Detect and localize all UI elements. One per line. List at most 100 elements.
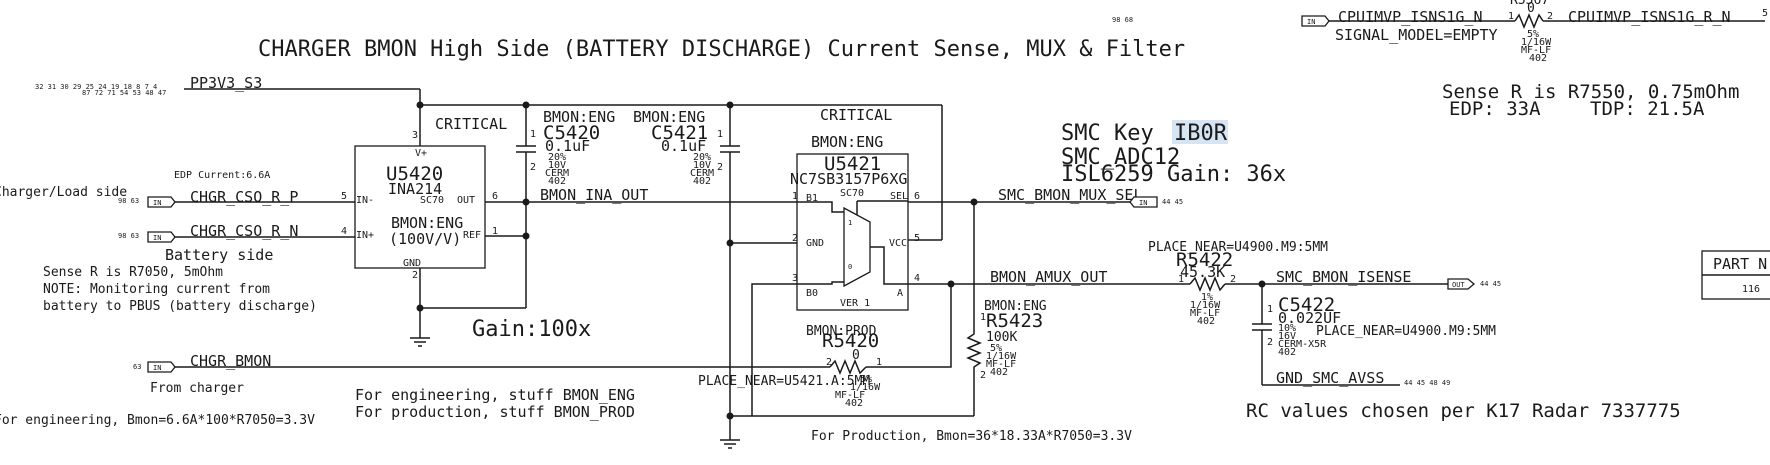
svg-text:98 63: 98 63 — [118, 197, 139, 205]
resistor-zigzag-icon — [1189, 276, 1226, 292]
svg-text:402: 402 — [845, 398, 863, 409]
svg-text:402: 402 — [1529, 53, 1547, 64]
smc-key-label: SMC Key — [1061, 121, 1154, 146]
cpu-isns-net-right: CPUIMVP_ISNS1G_R_N — [1568, 8, 1731, 26]
svg-text:SC70: SC70 — [840, 188, 864, 199]
svg-text:IN: IN — [1139, 199, 1147, 207]
resistor-zigzag-icon — [1514, 13, 1544, 29]
u5421-mux: CRITICAL BMON:ENG U5421 NC7SB3157P6XG SC… — [790, 106, 920, 311]
svg-text:116: 116 — [1742, 284, 1760, 295]
r5423-value: 100K — [986, 330, 1017, 345]
u5420-body — [354, 145, 486, 269]
cson-in-port — [147, 231, 176, 243]
r5423-option: BMON:ENG — [984, 299, 1047, 314]
chgr-bmon-net: CHGR_BMON — [190, 352, 271, 370]
svg-text:2: 2 — [530, 162, 536, 173]
smc-key-highlight — [1172, 120, 1228, 144]
svg-text:1%: 1% — [1201, 292, 1213, 303]
svg-text:PART N: PART N — [1713, 255, 1767, 273]
r5420-place-near: PLACE_NEAR=U5421.A:5MM — [698, 374, 870, 389]
mux-triangle-icon — [843, 206, 871, 288]
svg-text:GND: GND — [806, 238, 824, 249]
svg-text:402: 402 — [548, 176, 566, 187]
edp-note: EDP: 33A — [1449, 98, 1541, 120]
svg-text:10V: 10V — [693, 160, 711, 171]
chgr-cso-r-p-net: CHGR_CSO_R_P — [190, 188, 298, 206]
svg-text:402: 402 — [1278, 347, 1296, 358]
c5422-value: 0.022UF — [1278, 309, 1341, 327]
ground-symbol-icon — [720, 439, 740, 449]
resistor-zigzag-icon — [966, 330, 982, 372]
svg-text:2: 2 — [1547, 11, 1553, 22]
battery-side-label: Battery side — [165, 246, 273, 264]
svg-text:10%: 10% — [1278, 323, 1296, 334]
c5421-capacitor: BMON:ENG C5421 0.1uF 1 2 20% 10V CERM 40… — [633, 105, 740, 416]
c5422-ref: C5422 — [1278, 294, 1335, 316]
svg-text:IN: IN — [153, 199, 161, 207]
svg-text:402: 402 — [990, 367, 1008, 378]
smc-bmon-mux-sel-net: SMC_BMON_MUX_SEL — [998, 186, 1143, 204]
svg-text:IN: IN — [1307, 18, 1315, 26]
svg-text:SEL: SEL — [890, 191, 908, 202]
from-charger-label: From charger — [150, 381, 244, 396]
svg-text:402: 402 — [693, 176, 711, 187]
smc-bmon-isense-net: SMC_BMON_ISENSE — [1276, 268, 1411, 286]
schematic-title: CHARGER BMON High Side (BATTERY DISCHARG… — [258, 37, 1185, 62]
top-right-resistor-fragment: 98 68 IN CPUIMVP_ISNS1G_N 1 0 2 5% 1/16W… — [1112, 0, 1768, 64]
svg-text:87 72 71 54 53 48 47: 87 72 71 54 53 48 47 — [82, 89, 166, 97]
chgr-bmon-in-port — [147, 361, 176, 373]
svg-text:1: 1 — [1508, 11, 1514, 22]
u5421-critical: CRITICAL — [820, 106, 892, 124]
svg-text:IN-: IN- — [356, 195, 374, 206]
ground-symbol-icon — [410, 337, 430, 347]
u5421-ref: U5421 — [824, 153, 881, 175]
monitor-note-2: battery to PBUS (battery discharge) — [43, 299, 317, 314]
r5422-place-near: PLACE_NEAR=U4900.M9:5MM — [1148, 240, 1328, 255]
smc-key-value: IB0R — [1174, 121, 1228, 146]
svg-text:0: 0 — [848, 263, 852, 271]
svg-text:2: 2 — [412, 270, 418, 281]
svg-text:1: 1 — [492, 226, 498, 237]
svg-text:16V: 16V — [1278, 331, 1296, 342]
svg-text:SC70: SC70 — [420, 195, 444, 206]
rc-values-note: RC values chosen per K17 Radar 7337775 — [1246, 400, 1681, 422]
svg-text:3: 3 — [792, 273, 798, 284]
svg-text:1: 1 — [1178, 274, 1184, 285]
svg-text:MF-LF: MF-LF — [986, 359, 1016, 370]
charger-load-side-label: Charger/Load side — [0, 185, 127, 200]
r5422-ref: R5422 — [1176, 249, 1233, 271]
svg-text:2: 2 — [980, 370, 986, 381]
r5423-resistor: BMON:ENG 1 R5423 100K 5% 1/16W MF-LF 402… — [966, 299, 1047, 416]
svg-text:4: 4 — [914, 273, 920, 284]
svg-text:2: 2 — [1267, 337, 1273, 348]
c5421-value: 0.1uF — [661, 137, 706, 155]
svg-text:5%: 5% — [990, 343, 1002, 354]
svg-text:2: 2 — [792, 233, 798, 244]
signal-model-label: SIGNAL_MODEL=EMPTY — [1335, 26, 1498, 44]
svg-text:44 45: 44 45 — [1162, 198, 1183, 206]
chgr-cso-r-n-net: CHGR_CSO_R_N — [190, 222, 298, 240]
svg-text:V+: V+ — [415, 148, 427, 159]
svg-text:6: 6 — [492, 191, 498, 202]
sense-r-note: Sense R is R7550, 0.75mOhm — [1442, 81, 1739, 103]
svg-text:5: 5 — [1762, 8, 1768, 19]
svg-text:MF-LF: MF-LF — [1190, 308, 1220, 319]
svg-text:1/16W: 1/16W — [986, 351, 1017, 362]
monitor-note-1: NOTE: Monitoring current from — [43, 282, 270, 297]
c5421-option: BMON:ENG — [633, 108, 705, 126]
svg-text:4: 4 — [341, 226, 347, 237]
svg-text:CERM: CERM — [690, 168, 714, 179]
svg-text:REF: REF — [463, 230, 481, 241]
prod-formula-note: For Production, Bmon=36*18.33A*R7050=3.3… — [811, 429, 1132, 444]
svg-text:0: 0 — [1527, 1, 1535, 16]
sense-r7050-note: Sense R is R7050, 5mOhm — [43, 265, 223, 280]
svg-text:GND: GND — [403, 258, 421, 269]
svg-text:1: 1 — [530, 129, 536, 140]
svg-text:44 45 48 49: 44 45 48 49 — [1404, 379, 1450, 387]
svg-text:6: 6 — [914, 191, 920, 202]
c5420-value: 0.1uF — [545, 137, 590, 155]
svg-text:1: 1 — [876, 357, 882, 368]
u5420-gain-label: Gain:100x — [472, 317, 591, 342]
r5420-option: BMON:PROD — [806, 324, 877, 339]
eng-formula-note: For engineering, Bmon=6.6A*100*R7050=3.3… — [0, 413, 315, 428]
